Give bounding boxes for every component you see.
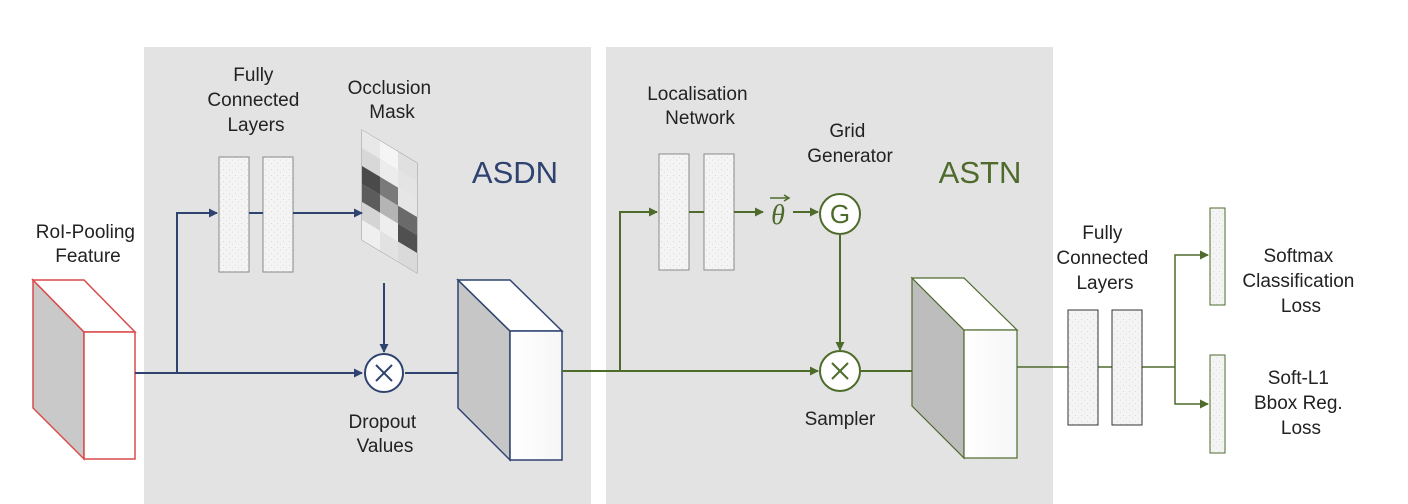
roi-feature-cube (31, 278, 137, 461)
asdn-fc-layer-1 (218, 156, 250, 273)
head-fc-layer-1 (1067, 309, 1099, 426)
softmax-output-layer (1209, 207, 1226, 306)
asdn-title: ASDN (472, 155, 558, 190)
sampler-label: Sampler (805, 409, 876, 430)
softmax-loss-label: Softmax Classification Loss (1242, 246, 1359, 317)
localisation-layer-1 (658, 153, 690, 271)
roi-feature-label: RoI-Pooling Feature (36, 222, 141, 267)
localisation-network-label: Localisation Network (647, 84, 753, 129)
head-connections (1017, 250, 1209, 409)
grid-generator-icon: G (819, 193, 861, 235)
sampler-multiply-icon (819, 350, 861, 392)
bbox-output-layer (1209, 354, 1226, 454)
head-fc-layer-2 (1111, 309, 1143, 426)
grid-generator-label: Grid Generator (807, 121, 893, 167)
dropout-multiply-icon (364, 353, 404, 393)
astn-output-cube (910, 276, 1019, 460)
head-fc-label: Fully Connected Layers (1056, 223, 1153, 294)
astn-connections (562, 207, 941, 376)
dropout-values-label: Dropout Values (349, 412, 422, 457)
svg-text:θ: θ (771, 200, 785, 231)
occlusion-mask (361, 129, 418, 274)
astn-title: ASTN (939, 155, 1022, 190)
svg-text:G: G (830, 199, 850, 229)
asdn-fc-label: Fully Connected Layers (207, 65, 304, 136)
asdn-output-cube (456, 278, 564, 462)
bbox-loss-label: Soft-L1 Bbox Reg. Loss (1254, 368, 1348, 439)
occlusion-mask-label: Occlusion Mask (348, 78, 437, 123)
asdn-fc-layer-2 (262, 156, 294, 273)
localisation-layer-2 (703, 153, 735, 271)
theta-parameters: θ (770, 194, 791, 231)
